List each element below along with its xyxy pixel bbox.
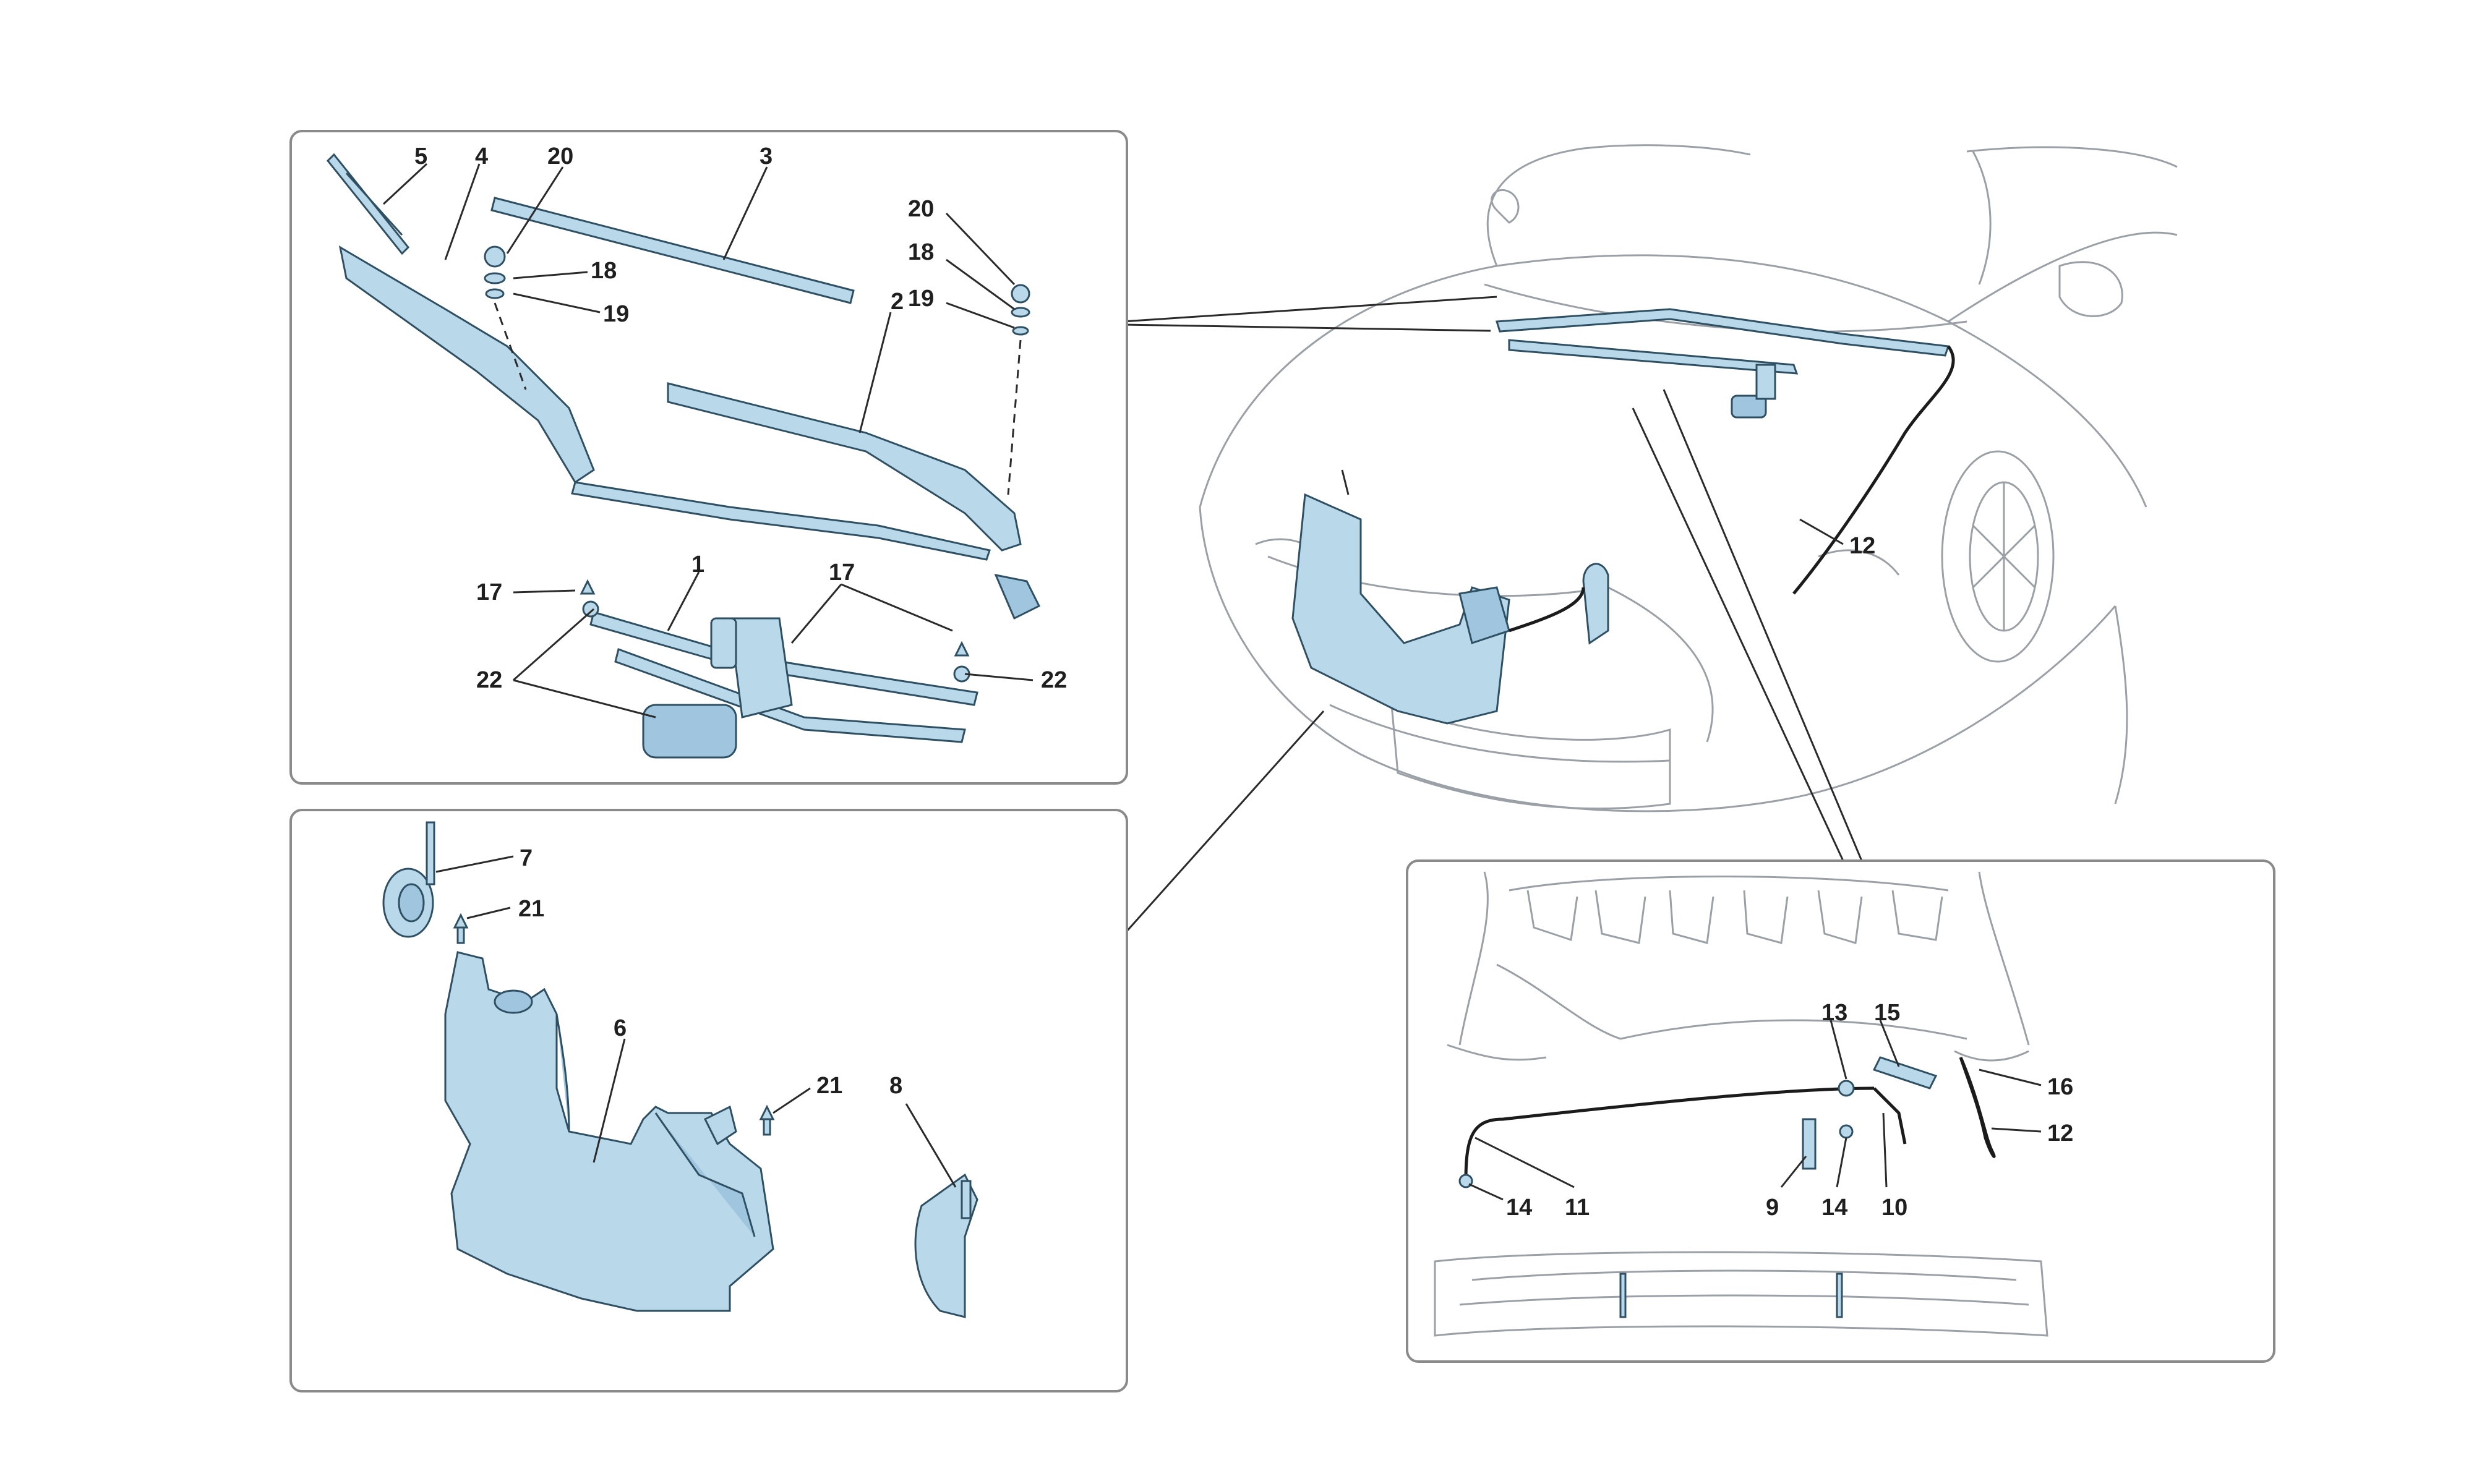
callout-19-left: 19 [603, 301, 629, 327]
callout-13: 13 [1821, 1000, 1847, 1026]
callout-22-right: 22 [1041, 667, 1067, 693]
washer-reservoir [444, 951, 774, 1312]
wiper-blade-long [490, 197, 855, 304]
hood-seal [1872, 1056, 1938, 1090]
callout-3: 3 [760, 143, 773, 169]
callout-8: 8 [889, 1073, 902, 1099]
callout-5: 5 [414, 143, 427, 169]
callout-2: 2 [891, 289, 904, 315]
wiper-blade-small [326, 153, 410, 255]
wiper-arm-right [667, 382, 1022, 552]
callout-18-left: 18 [591, 258, 617, 284]
car-reservoir [1291, 469, 1609, 725]
washer-hose [1464, 1086, 1875, 1182]
callout-11: 11 [1565, 1195, 1590, 1221]
hood-inset: 13 15 16 12 9 14 10 14 11 [1406, 859, 2275, 1363]
callout-20-right: 20 [908, 196, 934, 222]
callout-20-left: 20 [547, 143, 573, 169]
callout-12-hood: 12 [2047, 1120, 2073, 1146]
inset-frame-hood [1406, 859, 2275, 1363]
wiper-assembly-inset: 5 4 20 3 18 19 20 18 19 2 1 17 17 22 22 [289, 130, 1128, 785]
car-wiper-linkage [1496, 308, 1955, 595]
car-callout-12: 12 [1799, 518, 1875, 559]
car-overview-sketch [1199, 144, 2178, 812]
callout-21-lower: 21 [816, 1073, 842, 1099]
reservoir-inset: 7 21 6 21 8 [289, 809, 1128, 1392]
wiper-linkage [589, 611, 978, 706]
callout-22-left: 22 [476, 667, 502, 693]
callout-9: 9 [1766, 1195, 1779, 1221]
callout-1: 1 [691, 552, 704, 578]
callout-6: 6 [614, 1015, 627, 1041]
callout-17-right: 17 [829, 560, 855, 586]
callout-7: 7 [520, 845, 533, 871]
callout-12-car: 12 [1849, 533, 1875, 559]
leader-lines [1122, 296, 1863, 933]
callout-18-right: 18 [908, 239, 934, 265]
callout-10: 10 [1881, 1195, 1907, 1221]
callout-21-upper: 21 [518, 896, 544, 922]
callout-16: 16 [2047, 1074, 2073, 1100]
callout-14-right: 14 [1821, 1195, 1847, 1221]
wiper-motor [642, 704, 737, 759]
wiper-arm-left [338, 245, 595, 484]
callout-19-right: 19 [908, 286, 934, 312]
callout-4: 4 [475, 143, 488, 169]
callout-14-left: 14 [1506, 1195, 1532, 1221]
callout-17-left: 17 [476, 579, 502, 605]
hood-cable [1959, 1057, 1996, 1158]
callout-15: 15 [1874, 1000, 1900, 1026]
washer-nozzle [1802, 1118, 1817, 1170]
